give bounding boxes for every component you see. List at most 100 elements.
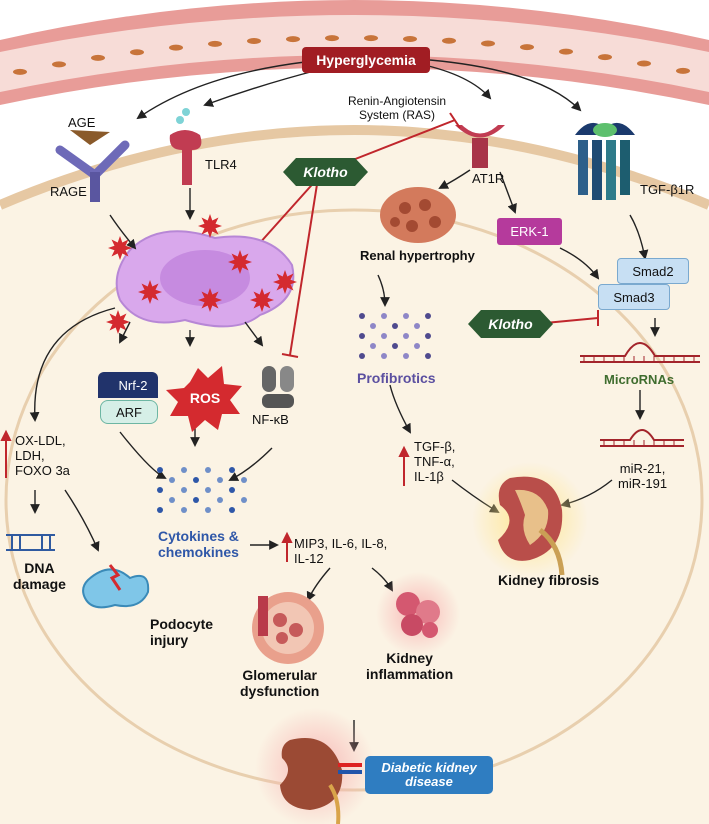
profibrotics-label: Profibrotics bbox=[357, 370, 436, 386]
glomerular-label: Glomerular dysfunction bbox=[240, 667, 320, 700]
red-blood-cell bbox=[676, 67, 690, 74]
cytokine-dots bbox=[157, 467, 247, 513]
age-label: AGE bbox=[68, 115, 96, 130]
cytokine-dot bbox=[241, 477, 247, 483]
cytokine-dot bbox=[205, 467, 211, 473]
kidney-inflammation-label: Kidney inflammation bbox=[366, 650, 454, 683]
red-blood-cell bbox=[481, 40, 495, 47]
hyperglycemia-label: Hyperglycemia bbox=[316, 52, 416, 68]
renal-hypertrophy-icon bbox=[380, 187, 456, 243]
cytokine-dot bbox=[157, 487, 163, 493]
nfkb-icon bbox=[262, 366, 294, 408]
klotho-label-right: Klotho bbox=[488, 316, 533, 332]
profibrotic-dot bbox=[425, 333, 431, 339]
profibrotic-dot bbox=[425, 313, 431, 319]
smad2-box: Smad2 bbox=[617, 258, 689, 284]
cytokine-dot bbox=[169, 497, 175, 503]
cell-nucleus bbox=[160, 250, 250, 306]
tlr4-receptor-icon bbox=[169, 108, 202, 185]
profibrotic-dot bbox=[381, 313, 387, 319]
red-blood-cell bbox=[52, 61, 66, 68]
rna-ticks bbox=[583, 356, 695, 446]
red-blood-cell bbox=[13, 68, 27, 75]
micrornas-label: MicroRNAs bbox=[604, 372, 675, 387]
red-blood-cell bbox=[637, 60, 651, 67]
dna-damage-label: DNA damage bbox=[13, 560, 66, 593]
oxygen-radical-icon bbox=[198, 214, 222, 238]
profibrotic-dot bbox=[403, 313, 409, 319]
profibrotic-dot bbox=[381, 333, 387, 339]
podocyte-injury-label: Podocyte injury bbox=[150, 616, 214, 649]
cytokine-dot bbox=[157, 507, 163, 513]
red-blood-cell bbox=[325, 35, 339, 42]
ros-starburst bbox=[166, 366, 242, 432]
ras-label: Renin-Angiotensin System (RAS) bbox=[348, 94, 447, 122]
red-blood-cell bbox=[598, 54, 612, 61]
cytokine-dot bbox=[241, 497, 247, 503]
glomerulus-icon bbox=[252, 592, 324, 664]
klotho-hexagon-top bbox=[283, 158, 368, 186]
profibrotics-dots bbox=[359, 313, 431, 359]
oxygen-radical-icon bbox=[106, 310, 130, 334]
ros-label: ROS bbox=[189, 390, 221, 406]
smad3-box: Smad3 bbox=[598, 284, 670, 310]
cytokine-dot bbox=[193, 497, 199, 503]
hyperglycemia-arrows bbox=[136, 59, 582, 120]
kidney-fibrosis-label: Kidney fibrosis bbox=[498, 572, 600, 588]
red-blood-cell bbox=[208, 40, 222, 47]
cytokine-dot bbox=[229, 467, 235, 473]
rage-receptor-icon bbox=[55, 130, 130, 202]
tlr4-label: TLR4 bbox=[205, 157, 237, 172]
rage-label: RAGE bbox=[50, 184, 87, 199]
oxygen-radical-icon bbox=[250, 288, 274, 312]
oxygen-radical-icon bbox=[198, 288, 222, 312]
ox-ldl-label: OX-LDL, LDH, FOXO 3a bbox=[15, 433, 70, 478]
red-blood-cell bbox=[130, 49, 144, 56]
oxygen-radicals bbox=[106, 214, 297, 334]
profibrotic-dot bbox=[359, 353, 365, 359]
red-blood-cell bbox=[520, 44, 534, 51]
cytokine-dot bbox=[205, 507, 211, 513]
oxygen-radical-icon bbox=[138, 280, 162, 304]
cytokine-dot bbox=[181, 487, 187, 493]
micrornas-icon bbox=[580, 342, 700, 363]
profibrotic-dot bbox=[381, 353, 387, 359]
mir-label: miR-21, miR-191 bbox=[618, 461, 668, 491]
profibrotic-dot bbox=[403, 353, 409, 359]
at1r-label: AT1R bbox=[472, 171, 505, 186]
profibrotic-dot bbox=[370, 343, 376, 349]
red-blood-cell bbox=[403, 35, 417, 42]
hyperglycemia-box bbox=[302, 47, 430, 73]
cytokine-dot bbox=[193, 477, 199, 483]
klotho-inhibition-lines bbox=[251, 112, 599, 358]
oxygen-radical-icon bbox=[228, 250, 252, 274]
profibrotic-dot bbox=[414, 343, 420, 349]
mip3-label: MIP3, IL-6, IL-8, IL-12 bbox=[294, 536, 388, 566]
klotho-label-top: Klotho bbox=[303, 164, 348, 180]
diseased-kidney-icon bbox=[280, 738, 362, 824]
at1r-receptor-icon bbox=[455, 125, 505, 168]
profibrotic-dot bbox=[425, 353, 431, 359]
cytokine-dot bbox=[217, 497, 223, 503]
cytokine-dot bbox=[229, 507, 235, 513]
erk1-box: ERK-1 bbox=[497, 218, 562, 245]
red-blood-cells bbox=[13, 35, 690, 75]
oxygen-radical-icon bbox=[273, 270, 297, 294]
profibrotic-dot bbox=[414, 323, 420, 329]
inflammation-cells-icon bbox=[396, 592, 440, 638]
cytokine-dot bbox=[217, 477, 223, 483]
profibrotic-dot bbox=[359, 313, 365, 319]
cytokine-dot bbox=[169, 477, 175, 483]
klotho-hexagon-right bbox=[468, 310, 553, 338]
red-blood-cell bbox=[559, 48, 573, 55]
red-blood-cell bbox=[364, 35, 378, 42]
tgfb1r-receptor-icon bbox=[575, 122, 635, 200]
cytokine-dot bbox=[229, 487, 235, 493]
profibrotic-dot bbox=[392, 343, 398, 349]
dkd-box: Diabetic kidney disease bbox=[365, 756, 493, 794]
oxygen-radical-icon bbox=[108, 236, 132, 260]
arf-box: ARF bbox=[100, 400, 158, 424]
fibrotic-kidney-icon bbox=[498, 476, 565, 576]
red-blood-cell bbox=[442, 37, 456, 44]
